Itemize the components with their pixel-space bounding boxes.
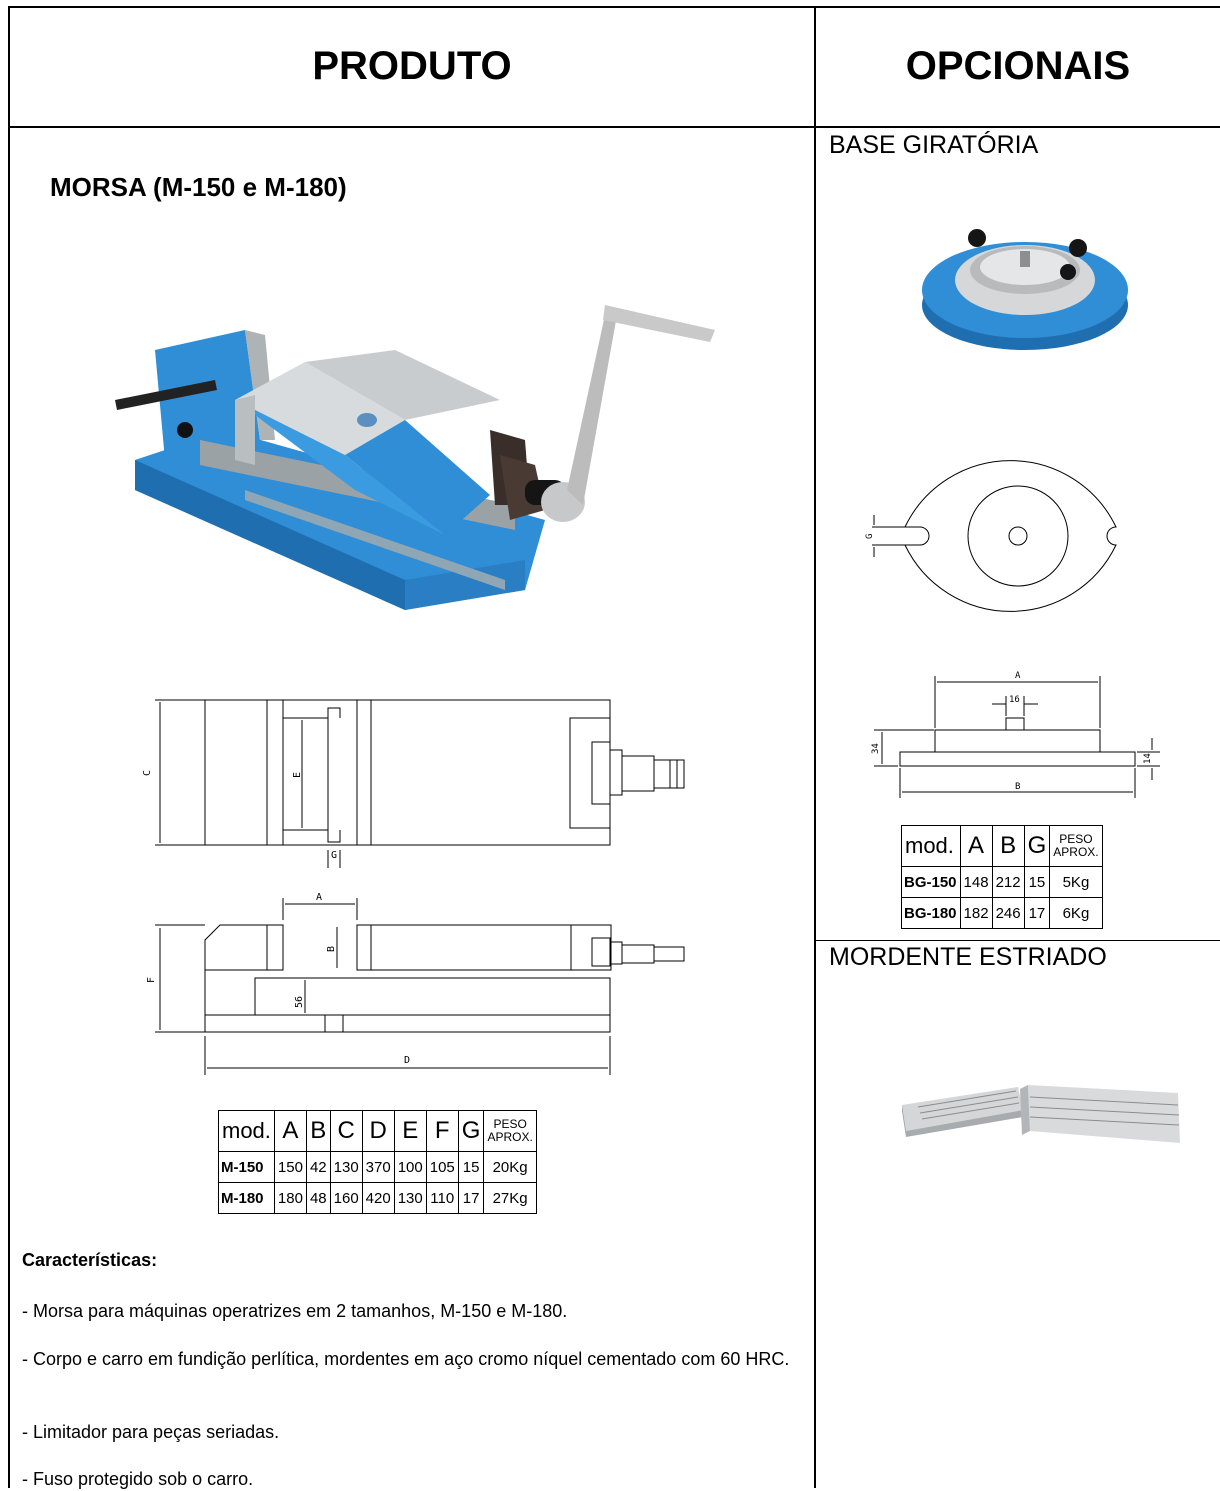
features-heading: Características: — [22, 1250, 158, 1270]
table-cell-peso: 27Kg — [483, 1182, 537, 1214]
base-dim-label-g: G — [865, 534, 875, 539]
rotary-base-side-drawing: A 16 34 14 B — [871, 671, 1160, 798]
table-cell: 130 — [393, 1182, 427, 1214]
dim-label-56: 56 — [294, 996, 305, 1008]
aprox-label: APROX. — [1053, 845, 1099, 859]
table-cell: 42 — [305, 1151, 331, 1183]
table-header-cell: mod. — [218, 1110, 275, 1152]
base-dim-label-a: A — [1015, 671, 1021, 681]
feature-item: - Limitador para peças seriadas. — [22, 1422, 280, 1442]
table-cell-mod: M-180 — [218, 1182, 275, 1214]
table-header-cell: A — [959, 825, 993, 867]
table-cell: 17 — [457, 1182, 485, 1214]
header-produto: PRODUTO — [312, 44, 512, 88]
table-cell: 15 — [1023, 866, 1051, 898]
table-cell-peso: 6Kg — [1049, 897, 1103, 929]
peso-label: PESO — [1059, 832, 1093, 846]
table-header-cell: E — [393, 1110, 427, 1152]
rotary-base-photo — [922, 229, 1128, 350]
dim-label-c: C — [142, 770, 153, 776]
frame-top — [8, 6, 1220, 8]
frame-left — [8, 6, 10, 1488]
table-header-cell: B — [305, 1110, 331, 1152]
table-cell: 370 — [361, 1151, 395, 1183]
table-cell-mod: M-150 — [218, 1151, 275, 1183]
table-cell: 48 — [305, 1182, 331, 1214]
header-opcionais: OPCIONAIS — [905, 44, 1131, 88]
frame-header-bottom — [8, 126, 1220, 128]
table-cell: 420 — [361, 1182, 395, 1214]
feature-item: - Morsa para máquinas operatrizes em 2 t… — [22, 1301, 568, 1321]
dim-label-b: B — [326, 946, 337, 952]
table-header-cell: C — [329, 1110, 363, 1152]
table-row: M-180 180 48 160 420 130 110 17 27Kg — [218, 1182, 537, 1214]
table-cell: 110 — [425, 1182, 459, 1214]
vise-top-view-drawing: C E G — [142, 699, 685, 868]
dim-label-d: D — [404, 1055, 410, 1066]
table-cell-peso: 5Kg — [1049, 866, 1103, 898]
frame-divider-vertical — [814, 6, 816, 1488]
feature-item: - Fuso protegido sob o carro. — [22, 1469, 254, 1489]
dim-label-f: F — [146, 977, 157, 983]
table-header-cell: F — [425, 1110, 459, 1152]
table-header-cell: mod. — [901, 825, 961, 867]
table-header-cell: G — [1023, 825, 1051, 867]
table-cell: 150 — [273, 1151, 307, 1183]
table-header-cell: G — [457, 1110, 485, 1152]
table-cell: 100 — [393, 1151, 427, 1183]
table-cell: 212 — [991, 866, 1025, 898]
table-header-cell: B — [991, 825, 1025, 867]
aprox-label: APROX. — [487, 1130, 533, 1144]
base-dim-label-16: 16 — [1009, 695, 1020, 705]
table-header-cell: D — [361, 1110, 395, 1152]
table-row: M-150 150 42 130 370 100 105 15 20Kg — [218, 1151, 537, 1183]
table-cell-mod: BG-150 — [901, 866, 961, 898]
table-cell: 148 — [959, 866, 993, 898]
dim-label-g: G — [331, 850, 337, 861]
vise-side-view-drawing: A B F 56 D — [146, 892, 685, 1075]
table-cell: 160 — [329, 1182, 363, 1214]
table-cell: 15 — [457, 1151, 485, 1183]
table-cell: 180 — [273, 1182, 307, 1214]
product-title: MORSA (M-150 e M-180) — [50, 172, 347, 202]
base-dim-label-14: 14 — [1143, 753, 1153, 764]
table-row: BG-150 148 212 15 5Kg — [901, 866, 1103, 898]
table-row: BG-180 182 246 17 6Kg — [901, 897, 1103, 929]
base-giratoria-title: BASE GIRATÓRIA — [829, 131, 1039, 159]
table-cell: 105 — [425, 1151, 459, 1183]
table-header-cell: A — [273, 1110, 307, 1152]
rotary-base-top-drawing: G — [865, 460, 1117, 612]
table-cell-mod: BG-180 — [901, 897, 961, 929]
frame-optionals-divider — [814, 940, 1220, 941]
mordente-estriado-title: MORDENTE ESTRIADO — [829, 943, 1107, 971]
table-cell: 17 — [1023, 897, 1051, 929]
base-dim-label-34: 34 — [871, 743, 881, 754]
feature-item: - Corpo e carro em fundição perlítica, m… — [22, 1349, 790, 1369]
dim-label-e: E — [292, 772, 303, 778]
dim-label-a: A — [316, 892, 322, 903]
vise-photo — [115, 305, 715, 610]
table-cell: 130 — [329, 1151, 363, 1183]
table-cell-peso: 20Kg — [483, 1151, 537, 1183]
peso-label: PESO — [493, 1117, 527, 1131]
base-dim-label-b: B — [1015, 782, 1020, 792]
table-cell: 246 — [991, 897, 1025, 929]
table-cell: 182 — [959, 897, 993, 929]
serrated-jaws-photo — [902, 1085, 1180, 1143]
